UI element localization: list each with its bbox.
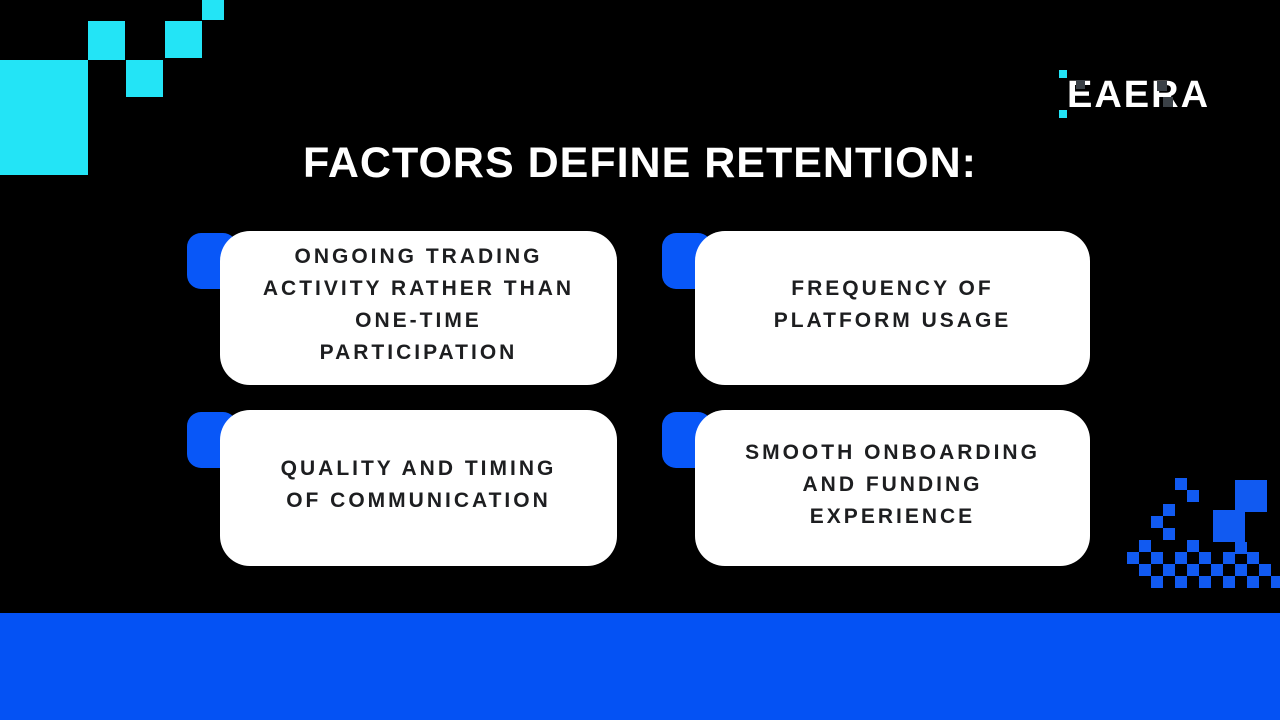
pixel-square [165,21,202,58]
card-text-line: ACTIVITY RATHER THAN [262,277,575,300]
pixel-square [1271,576,1280,588]
pixel-square [1187,564,1199,576]
pixel-square [1235,542,1247,554]
eaera-logo: EAERA [1067,76,1210,114]
pixel-square [1076,80,1085,89]
pixel-square [1199,552,1211,564]
pixel-square [1151,576,1163,588]
card-slot-1: ONGOING TRADING ACTIVITY RATHER THAN ONE-T… [187,231,617,385]
pixel-square [1163,504,1175,516]
pixel-square [1223,552,1235,564]
card-text-line: FREQUENCY OF [791,277,994,300]
pixel-square [202,0,224,20]
card-slot-4: SMOOTH ONBOARDING AND FUNDING EXPERIENCE [662,410,1090,566]
card-text-line: AND FUNDING [802,473,983,496]
pixel-square [1213,510,1245,542]
pixel-square [0,60,88,175]
retention-factor-card: ONGOING TRADING ACTIVITY RATHER THAN ONE-T… [220,231,617,385]
pixel-square [1187,490,1199,502]
pixel-square [1059,70,1067,78]
pixel-square [1151,552,1163,564]
footer-bar [0,613,1280,720]
pixel-square [1127,552,1139,564]
card-text-line: EXPERIENCE [809,505,976,528]
pixel-square [1259,564,1271,576]
card-text-line: PARTICIPATION [319,341,518,364]
card-text-line: QUALITY AND TIMING [280,457,557,480]
pixel-square [1175,576,1187,588]
card-text: ONGOING TRADING ACTIVITY RATHER THAN ONE-T… [243,241,594,375]
pixel-square [1139,540,1151,552]
pixel-square [1235,480,1267,512]
page-title: FACTORS DEFINE RETENTION: [302,139,977,187]
card-slot-2: FREQUENCY OF PLATFORM USAGE [662,231,1090,385]
card-text-line: ONE-TIME [355,309,482,332]
pixel-square [1247,576,1259,588]
pixel-square [1163,564,1175,576]
pixel-square [88,21,125,60]
pixel-square [1139,564,1151,576]
pixel-square [1151,516,1163,528]
card-text: SMOOTH ONBOARDING AND FUNDING EXPERIENCE [725,437,1060,539]
pixel-square [1211,564,1223,576]
retention-factor-card: QUALITY AND TIMING OF COMMUNICATION [220,410,617,566]
card-text: FREQUENCY OF PLATFORM USAGE [754,273,1032,343]
pixel-square [1247,552,1259,564]
card-text-line: PLATFORM USAGE [773,309,1012,332]
pixel-square [1163,528,1175,540]
card-text: QUALITY AND TIMING OF COMMUNICATION [261,453,577,523]
card-text-line: OF COMMUNICATION [286,489,551,512]
card-text-line: SMOOTH ONBOARDING [745,441,1040,464]
pixel-square [1163,97,1173,107]
card-slot-3: QUALITY AND TIMING OF COMMUNICATION [187,410,617,566]
pixel-square [1175,478,1187,490]
retention-factor-card: FREQUENCY OF PLATFORM USAGE [695,231,1090,385]
pixel-square [1235,564,1247,576]
pixel-square [1175,552,1187,564]
pixel-square [126,60,163,97]
pixel-square [1199,576,1211,588]
pixel-square [1187,540,1199,552]
pixel-square [1157,81,1167,91]
pixel-square [1223,576,1235,588]
retention-factor-card: SMOOTH ONBOARDING AND FUNDING EXPERIENCE [695,410,1090,566]
eaera-logo-text: EAERA [1067,74,1211,116]
pixel-square [1059,110,1067,118]
card-text-line: ONGOING TRADING [294,245,543,268]
